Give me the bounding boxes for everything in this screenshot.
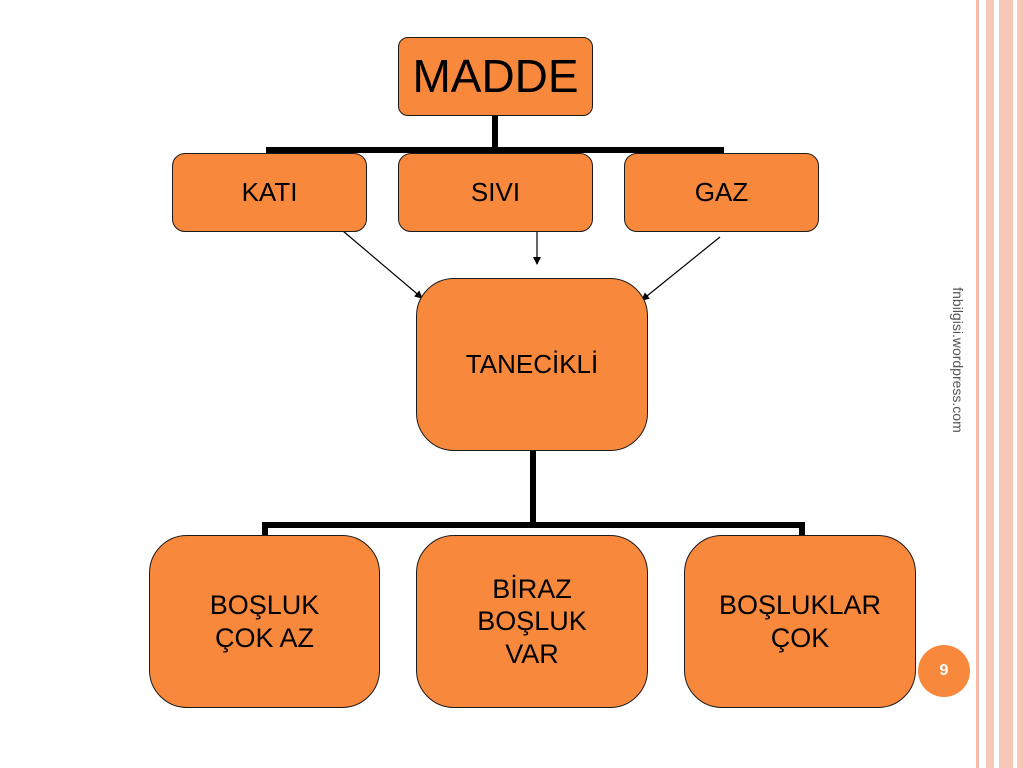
decor-stripe [1017, 0, 1024, 768]
node-sivi: SIVI [398, 153, 593, 232]
decor-stripe [986, 0, 994, 768]
page-number-badge: 9 [918, 645, 970, 697]
arrow-kati-tanecikli [342, 230, 423, 299]
watermark-text: fnbilgisi.wordpress.com [950, 287, 966, 433]
node-madde: MADDE [398, 37, 593, 116]
arrow-gaz-tanecikli [641, 236, 721, 301]
decor-stripe [999, 0, 1013, 768]
node-bosluklar-cok: BOŞLUKLAR ÇOK [684, 535, 916, 708]
node-tanecikli: TANECİKLİ [416, 278, 648, 451]
node-kati: KATI [172, 153, 367, 232]
node-bosluk-cok-az: BOŞLUK ÇOK AZ [149, 535, 380, 708]
node-biraz-bosluk-var: BİRAZ BOŞLUK VAR [416, 535, 648, 708]
decor-stripe [976, 0, 979, 768]
page-number: 9 [939, 662, 949, 679]
node-gaz: GAZ [624, 153, 819, 232]
